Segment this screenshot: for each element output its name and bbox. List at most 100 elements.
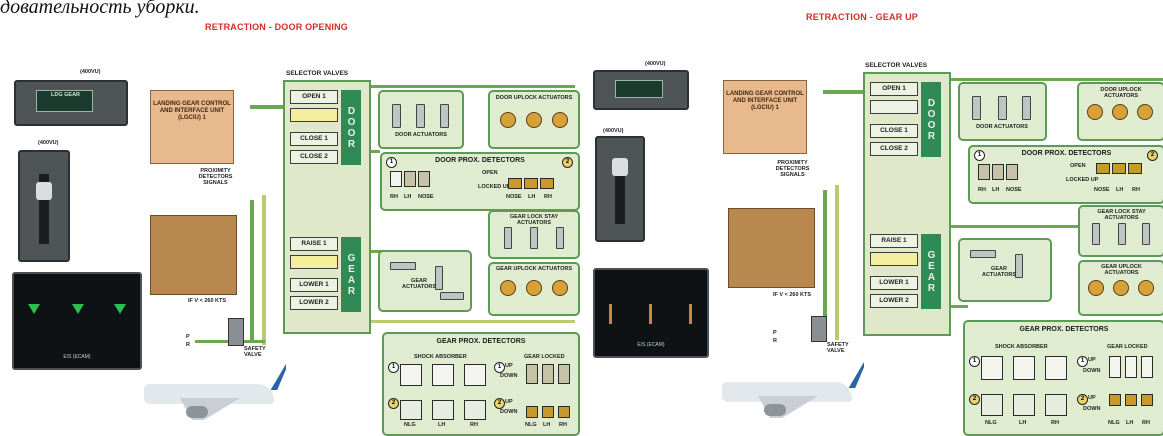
prox-indicator (978, 164, 990, 180)
gear-actuators-box: GEAR ACTUATORS (958, 238, 1052, 302)
gear-prox-title: GEAR PROX. DETECTORS (384, 338, 578, 345)
valve-lower-1: LOWER 1 (870, 276, 918, 290)
number-badge-1: 1 (388, 362, 399, 373)
r-label: R (773, 338, 777, 344)
shock-indicator (1013, 356, 1035, 380)
ecam-display: E/S (ECAM) (593, 268, 709, 358)
gear-valve-bar: GEAR (341, 237, 361, 312)
number-badge-2: 2 (969, 394, 980, 405)
valve-close-2: CLOSE 2 (870, 142, 918, 156)
panel-tag: (400VU) (38, 140, 58, 146)
indicator-screen (615, 80, 663, 98)
actuator (1092, 223, 1100, 245)
prox-indicator (1096, 163, 1110, 174)
gear-indicator (609, 304, 612, 324)
lgciu-unit: LANDING GEAR CONTROL AND INTERFACE UNIT … (150, 90, 234, 164)
col-label: RH (1142, 420, 1150, 426)
number-badge-1: 1 (494, 362, 505, 373)
gear-lever-handle[interactable] (36, 182, 52, 200)
prox-indicator (390, 171, 402, 187)
shock-indicator (1013, 394, 1035, 416)
gear-uplock-box: GEAR UPLOCK ACTUATORS (1078, 260, 1163, 316)
up-label: UP (1088, 395, 1096, 401)
col-label: NOSE (1006, 187, 1022, 193)
prox-indicator (404, 171, 416, 187)
gear-lock-stay-box: GEAR LOCK STAY ACTUATORS (1078, 205, 1163, 257)
col-label: LH (438, 422, 445, 428)
valve-lower-2: LOWER 2 (290, 296, 338, 310)
gear-uplock-box: GEAR UPLOCK ACTUATORS (488, 262, 580, 316)
uplock-hook (1113, 280, 1129, 296)
actuator (390, 262, 416, 270)
col-label: LH (404, 194, 411, 200)
prox-indicator (1006, 164, 1018, 180)
tail-fin (842, 362, 864, 388)
hydraulic-line (948, 78, 1163, 81)
aircraft-illustration (140, 362, 300, 432)
col-label: NLG (525, 422, 537, 428)
panel-tag: (400VU) (80, 69, 100, 75)
door-prox-detectors: 1 2 DOOR PROX. DETECTORS OPEN LOCKED UP … (380, 152, 580, 211)
hydraulic-line (365, 320, 575, 323)
shock-indicator (400, 364, 422, 386)
lgciu-unit-lower (728, 208, 815, 288)
ecam-label: E/S (ECAM) (14, 354, 140, 360)
lock-indicator (542, 364, 554, 384)
gear-indicator (649, 304, 652, 324)
gear-lever-handle[interactable] (612, 158, 628, 176)
prox-indicator (540, 178, 554, 189)
speed-condition-label: IF V < 260 KTS (773, 292, 811, 298)
actuator (416, 104, 425, 128)
actuator (504, 227, 512, 249)
door-actuators-label: DOOR ACTUATORS (386, 132, 456, 138)
prox-indicator (508, 178, 522, 189)
lock-indicator (1109, 394, 1121, 406)
gear-actuators-label: GEAR ACTUATORS (974, 266, 1024, 278)
hydraulic-line (948, 305, 968, 308)
prox-open-label: OPEN (1070, 163, 1086, 169)
valve-open-1: OPEN 1 (290, 90, 338, 104)
lgciu-unit: LANDING GEAR CONTROL AND INTERFACE UNIT … (723, 80, 807, 154)
lock-indicator (1109, 356, 1121, 378)
selector-valves: OPEN 1 CLOSE 1 CLOSE 2 DOOR RAISE 1 LOWE… (863, 72, 951, 336)
uplock-hook (1137, 104, 1153, 120)
selector-valves-title: SELECTOR VALVES (865, 62, 927, 69)
gear-down-triangle (72, 304, 84, 314)
lock-indicator (558, 406, 570, 418)
uplock-hook (1112, 104, 1128, 120)
shock-indicator (400, 400, 422, 420)
col-label: NOSE (506, 194, 522, 200)
gear-uplock-label: GEAR UPLOCK ACTUATORS (494, 266, 574, 272)
gear-uplock-label: GEAR UPLOCK ACTUATORS (1084, 264, 1159, 276)
actuator (392, 104, 401, 128)
safety-valve-label: SAFETY VALVE (827, 342, 867, 354)
valve-close-1: CLOSE 1 (870, 124, 918, 138)
door-uplock-label: DOOR UPLOCK ACTUATORS (1083, 87, 1159, 99)
speed-condition-label: IF V < 260 KTS (188, 298, 226, 304)
uplock-hook (1138, 280, 1154, 296)
shock-absorber-label: SHOCK ABSORBER (995, 344, 1048, 350)
prox-indicator (1128, 163, 1142, 174)
hydraulic-line (262, 195, 266, 345)
col-label: LH (1019, 420, 1026, 426)
valve-idle (870, 100, 918, 114)
shock-indicator (981, 394, 1003, 416)
door-valve-bar: DOOR (921, 82, 941, 157)
gear-lever-panel (595, 136, 645, 242)
panel-tag: (400VU) (603, 128, 623, 134)
actuator (972, 96, 981, 120)
actuator (998, 96, 1007, 120)
lock-indicator (526, 406, 538, 418)
right-diagram: (400VU) (400VU) LANDING GEAR CONTROL AND… (583, 0, 1163, 433)
shock-indicator (1045, 356, 1067, 380)
left-diagram: (400VU) LDG GEAR (400VU) LANDING GEAR CO… (0, 0, 580, 433)
number-badge-2: 2 (1147, 150, 1158, 161)
col-label: LH (528, 194, 535, 200)
down-label: DOWN (500, 373, 517, 379)
hydraulic-line (250, 200, 254, 340)
actuator (1118, 223, 1126, 245)
number-badge-2: 2 (562, 157, 573, 168)
aircraft-illustration (718, 358, 878, 432)
door-actuators-label: DOOR ACTUATORS (966, 124, 1038, 130)
gear-lever-panel (18, 150, 70, 262)
